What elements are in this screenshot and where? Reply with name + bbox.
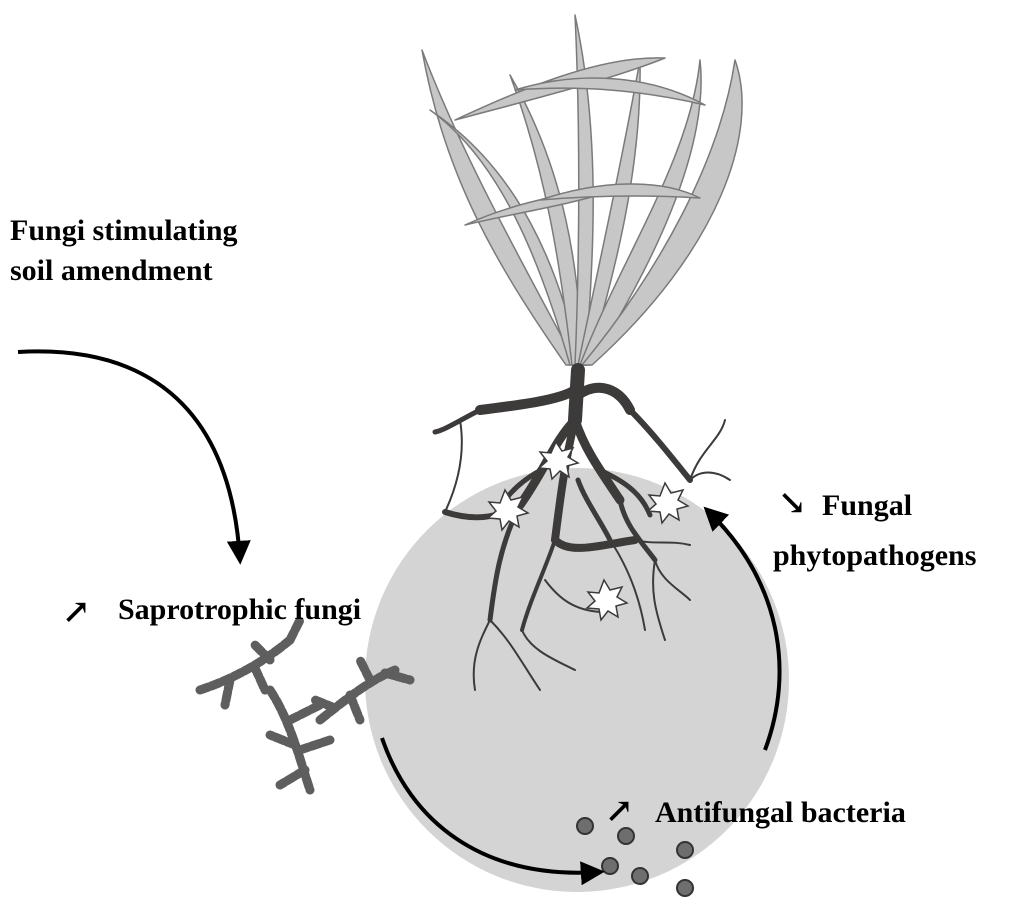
bacterium [632,868,648,884]
bacterium [577,818,593,834]
increase-arrow-icon: ↗ [62,594,91,631]
label-antifungal-bacteria: Antifungal bacteria [655,796,906,829]
label-amendment-line2: soil amendment [10,254,213,287]
label-amendment-line1: Fungi stimulating [10,214,238,247]
plant-leaves [422,15,742,365]
label-pathogens-line2: phytopathogens [773,539,976,572]
bacterium [677,842,693,858]
bacterium [618,828,634,844]
decrease-arrow-icon: ↘ [778,485,807,522]
increase-arrow-icon: ↗ [605,793,634,830]
arrow-amendment-to-fungi [18,351,240,560]
bacterium [677,880,693,896]
label-pathogens-line1: Fungal [822,489,912,522]
label-saprotrophic-fungi: Saprotrophic fungi [118,593,361,626]
bacterium [602,858,618,874]
